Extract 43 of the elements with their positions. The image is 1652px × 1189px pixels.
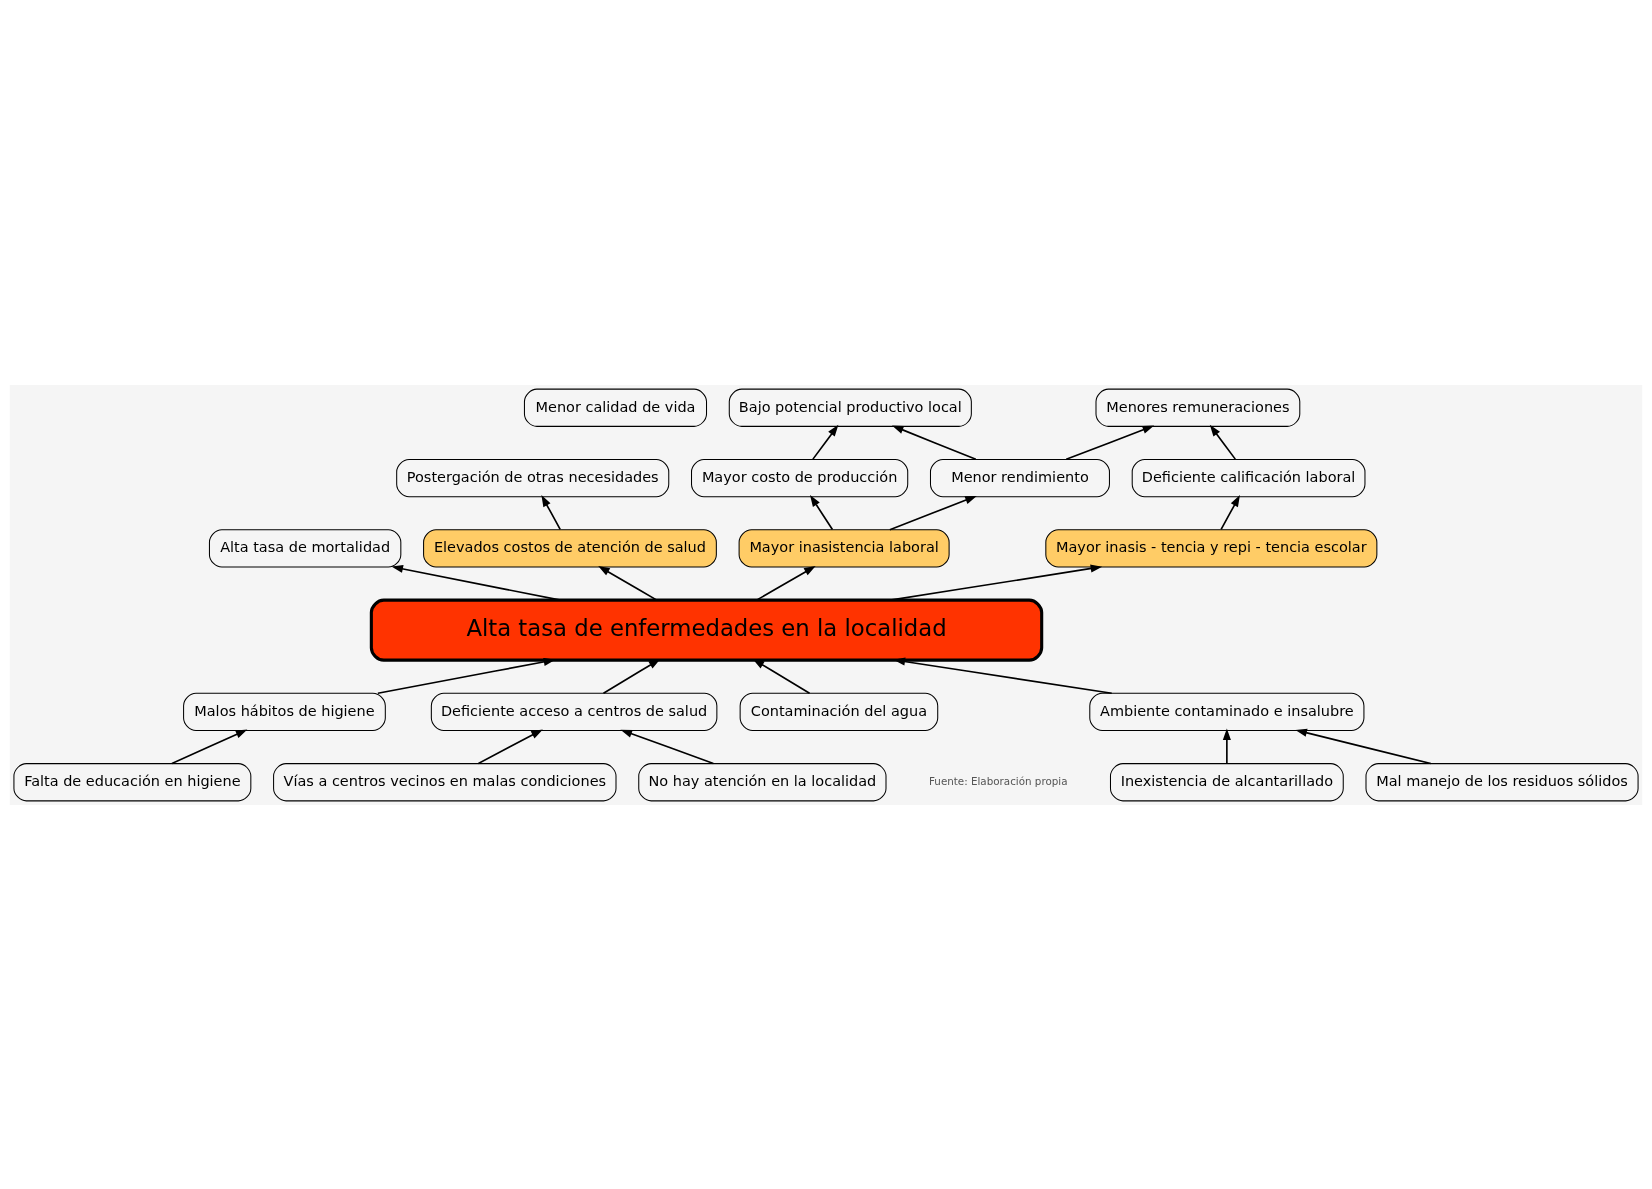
node-box: Deficiente acceso a centros de salud <box>430 692 718 731</box>
arrow <box>171 729 248 764</box>
arrow <box>1209 424 1237 460</box>
node-box: Contaminación del agua <box>739 692 939 731</box>
arrow <box>1295 728 1432 764</box>
arrow <box>1220 494 1240 530</box>
node-box: Menor calidad de vida <box>523 388 708 427</box>
node-box: Inexistencia de alcantarillado <box>1109 762 1344 801</box>
node-box: Vías a centros vecinos en malas condiciones <box>273 762 617 801</box>
node-box: Mal manejo de los residuos sólidos <box>1365 762 1639 801</box>
arrow <box>893 657 1113 694</box>
node-box: Elevados costos de atención de salud <box>423 528 717 568</box>
node-box: Menor rendimiento <box>929 458 1110 497</box>
node-box: Menores remuneraciones <box>1095 388 1301 427</box>
arrow <box>598 565 658 601</box>
arrow <box>1065 425 1155 460</box>
arrow <box>891 425 977 460</box>
arrow <box>810 494 834 530</box>
arrow <box>889 564 1103 601</box>
node-box: Alta tasa de enfermedades en la localidad <box>369 598 1044 662</box>
arrow <box>889 495 977 530</box>
node-box: Alta tasa de mortalidad <box>208 528 402 568</box>
arrow <box>755 565 816 601</box>
arrow <box>602 658 661 694</box>
arrow <box>377 657 556 694</box>
node-box: Bajo potencial productivo local <box>728 388 972 427</box>
node-box: Ambiente contaminado e insalubre <box>1089 692 1365 731</box>
arrow <box>1222 727 1231 764</box>
arrow <box>752 658 811 694</box>
node-box: Deficiente calificación laboral <box>1131 458 1366 497</box>
label: Fuente: Elaboración propia <box>928 774 1068 787</box>
node-box: Postergación de otras necesidades <box>396 458 670 497</box>
arrow <box>812 424 839 460</box>
arrow <box>477 728 543 764</box>
arrow <box>541 494 561 530</box>
node-box: Falta de educación en higiene <box>13 762 252 801</box>
node-box: No hay atención en la localidad <box>638 762 887 801</box>
node-box: Mayor inasistencia laboral <box>738 528 950 568</box>
node-box: Mayor costo de producción <box>691 458 909 497</box>
arrow <box>620 729 715 764</box>
node-box: Mayor inasis - tencia y repi - tencia escolar <box>1045 528 1378 568</box>
arrow <box>391 564 562 601</box>
node-box: Malos hábitos de higiene <box>183 692 386 731</box>
